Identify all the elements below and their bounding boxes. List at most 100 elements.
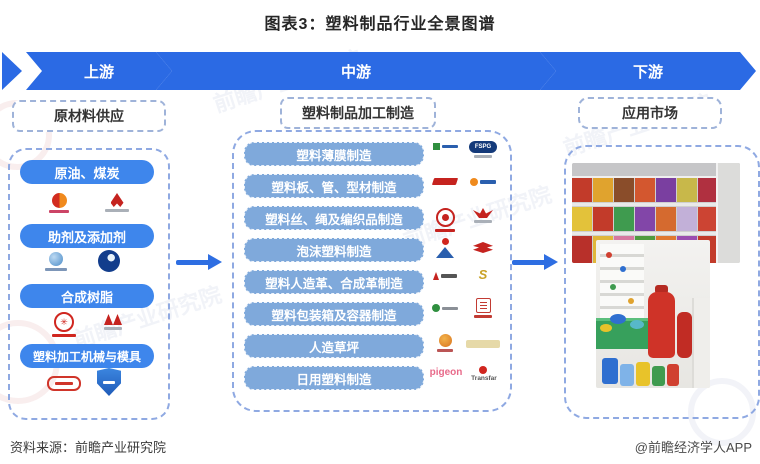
upstream-item-machinery-molds: 塑料加工机械与模具: [20, 344, 154, 368]
midstream-item-film: 塑料薄膜制造: [244, 142, 424, 166]
shelf-edge: [572, 203, 718, 206]
photo-red-cup: [667, 364, 679, 386]
red-flower-seal-logo: [428, 208, 462, 232]
banner-segment-upstream: 上游: [26, 52, 172, 90]
sinopec-logo: ✳: [46, 312, 82, 337]
upstream-header: 原材料供应: [12, 100, 166, 132]
logo-text-line: [474, 220, 492, 223]
photo-plastic-products: [596, 240, 710, 388]
photo-item: [620, 266, 626, 272]
photo-yellow-lid: [600, 324, 612, 332]
arrow-upstream-to-midstream-icon: [176, 254, 222, 270]
flower-ring-icon: [435, 208, 455, 227]
photo-lightblue-cup: [620, 364, 634, 386]
red-torch-logo: [100, 193, 134, 212]
jinteng-mountain-logo: [428, 238, 462, 258]
gold-s-icon: S: [478, 267, 488, 282]
photo-green-cup: [652, 366, 665, 386]
logo-text-line: [104, 327, 122, 330]
red-m-logo: [96, 314, 130, 330]
logo-text-line: [435, 229, 455, 232]
midstream-item-artificial-turf: 人造草坪: [244, 334, 424, 358]
italic-mark-icon: [431, 178, 459, 185]
logo-text-line: [437, 349, 453, 352]
oval-badge-icon: [47, 376, 81, 391]
banner-segment-downstream: 下游: [540, 52, 756, 90]
photo-ceiling: [572, 163, 740, 178]
shelf-row: [572, 178, 718, 202]
banner-label-downstream: 下游: [632, 63, 663, 81]
midstream-item-artificial-leather: 塑料人造革、合成革制造: [244, 270, 424, 294]
red-italic-logo: [428, 178, 462, 185]
banner-lead-chevron-icon: [2, 52, 22, 90]
pale-gold-text-logo: [462, 340, 504, 348]
photo-item: [628, 298, 634, 304]
midstream-item-board-pipe-profile: 塑料板、管、型材制造: [244, 174, 424, 198]
photo-blue-cup: [602, 358, 618, 384]
page-title: 图表3：塑料制品行业全景图谱: [264, 16, 496, 33]
green-circle-logo: [428, 304, 462, 312]
swirl-icon: [98, 250, 120, 272]
upstream-container: [8, 148, 170, 420]
transfar-logo: Transfar: [464, 366, 504, 383]
petrochina-sun-icon: [51, 193, 67, 208]
photo-teal-lid: [630, 320, 644, 329]
banner-label-upstream: 上游: [83, 63, 114, 81]
red-seal-stamp-logo: [466, 298, 500, 318]
logo-text-line: [474, 155, 492, 158]
red-oval-logo: [44, 376, 84, 391]
pigeon-logo: pigeon: [426, 368, 466, 378]
downstream-header: 应用市场: [578, 97, 722, 129]
photo-white-counter: [692, 298, 710, 388]
shelf-edge: [572, 232, 718, 235]
shield-icon: [97, 368, 121, 396]
blue-swirl-logo: [92, 250, 126, 272]
orange-blue-logo: [466, 178, 500, 186]
red-wings-logo: [466, 208, 500, 223]
mountain-icon: [436, 247, 454, 258]
transfar-wordmark: Transfar: [471, 375, 497, 382]
midstream-item-foam: 泡沫塑料制造: [244, 238, 424, 262]
upstream-item-crude-oil-coal: 原油、煤炭: [20, 160, 154, 184]
logo-text-line: [49, 210, 69, 213]
photo-blue-lid: [610, 314, 626, 324]
globe-icon: [49, 252, 63, 266]
red-dot-text-logo: [428, 272, 462, 280]
photo-item: [610, 284, 616, 290]
photo-red-bottle: [677, 312, 692, 358]
credit-note: @前瞻经济学人APP: [634, 440, 752, 455]
logo-text-line: [45, 268, 67, 271]
photo-red-flask: [648, 292, 675, 358]
midstream-item-wire-rope-woven: 塑料丝、绳及编织品制造: [244, 206, 424, 230]
seal-icon: [475, 298, 491, 313]
arrow-midstream-to-downstream-icon: [512, 254, 558, 270]
torch-icon: [110, 193, 124, 207]
logo-text-line: [105, 209, 129, 212]
midstream-item-daily-plastic: 日用塑料制造: [244, 366, 424, 390]
photo-pillar: [716, 163, 740, 263]
midstream-item-packaging-container: 塑料包装箱及容器制造: [244, 302, 424, 326]
upstream-item-additives: 助剂及添加剂: [20, 224, 154, 248]
fspg-logo: FSPG: [466, 141, 500, 158]
orange-ball-icon: [438, 334, 452, 347]
red-dragonfly-logo: [466, 242, 500, 253]
logo-text-line: [52, 334, 76, 337]
midstream-container: [232, 130, 512, 412]
photo-yellow-cup: [636, 362, 650, 386]
gold-s-logo: S: [466, 268, 500, 281]
shelf-row: [572, 207, 718, 231]
blue-shield-logo: [92, 368, 126, 396]
banner-segment-midstream: 中游: [156, 52, 556, 90]
source-note: 资料来源：前瞻产业研究院: [10, 440, 167, 455]
photo-item: [606, 252, 612, 258]
gold-text-block-icon: [466, 340, 500, 348]
photo-flask-cap: [655, 285, 668, 294]
banner-label-midstream: 中游: [340, 63, 371, 81]
wings-icon: [473, 208, 493, 218]
fspg-oval-icon: FSPG: [469, 141, 497, 153]
midstream-header: 塑料制品加工制造: [280, 97, 436, 129]
dragonfly-icon: [473, 242, 493, 253]
sinopec-aperture-icon: ✳: [54, 312, 74, 332]
orange-circle-logo: [428, 334, 462, 352]
upstream-item-synthetic-resin: 合成树脂: [20, 284, 154, 308]
